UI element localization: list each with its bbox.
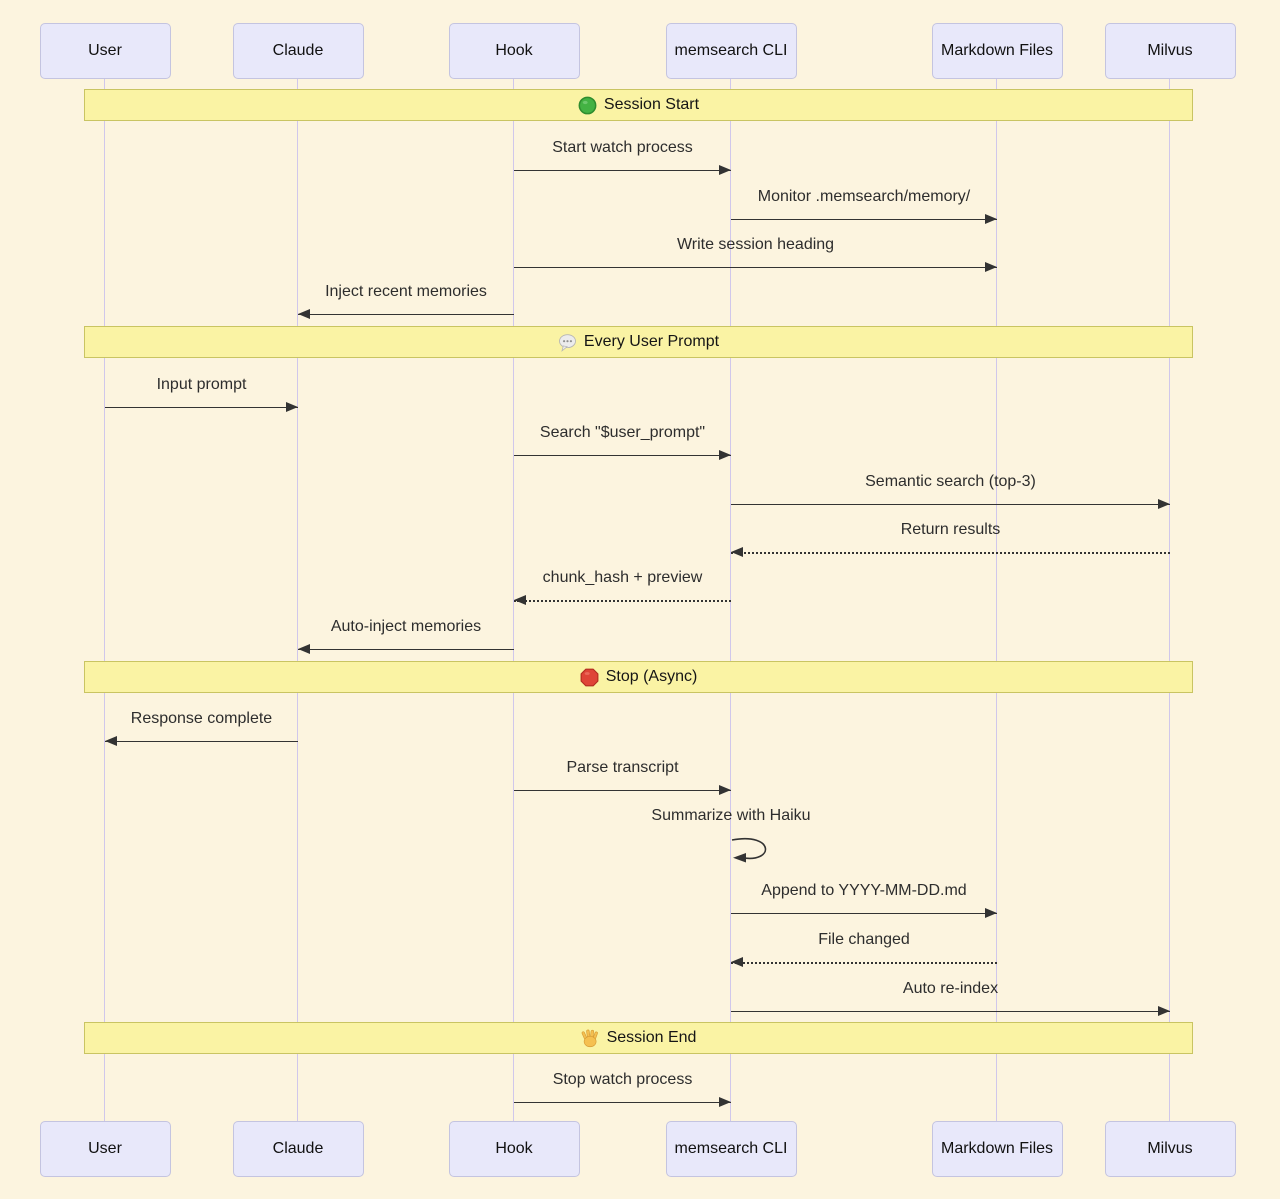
message-label: Auto re-index	[902, 980, 999, 997]
message-line	[298, 314, 514, 315]
arrowhead-right-icon	[719, 450, 731, 460]
speech-balloon-icon	[558, 333, 577, 352]
message-line	[514, 267, 997, 268]
message-line	[514, 170, 731, 171]
section-label: Stop (Async)	[605, 668, 698, 685]
participant-milvus-bottom-box: Milvus	[1104, 1121, 1236, 1177]
section-label: Every User Prompt	[583, 333, 720, 350]
message-line	[514, 1102, 731, 1103]
arrowhead-left-icon	[298, 644, 310, 654]
participant-hook-bottom-box: Hook	[448, 1121, 580, 1177]
stop-sign-icon	[580, 668, 599, 687]
message-label: Start watch process	[552, 139, 693, 156]
self-loop-arrow	[731, 836, 779, 871]
lifeline-markdown	[996, 79, 997, 1121]
participant-user-top-box: User	[39, 23, 171, 79]
lifeline-milvus	[1169, 79, 1170, 1121]
arrowhead-right-icon	[985, 908, 997, 918]
arrowhead-left-icon	[514, 595, 526, 605]
message-line	[731, 962, 997, 964]
participant-memsearch-top-box: memsearch CLI	[665, 23, 797, 79]
message-label: Summarize with Haiku	[651, 807, 811, 824]
lifeline-user	[104, 79, 105, 1121]
message-line	[105, 741, 298, 742]
participant-label: Markdown Files	[940, 1140, 1054, 1157]
arrowhead-right-icon	[719, 785, 731, 795]
participant-label: Markdown Files	[940, 42, 1054, 59]
participant-label: Milvus	[1147, 42, 1193, 59]
message-line	[514, 790, 731, 791]
arrowhead-right-icon	[985, 262, 997, 272]
arrowhead-left-icon	[105, 736, 117, 746]
participant-memsearch-bottom-box: memsearch CLI	[665, 1121, 797, 1177]
arrowhead-right-icon	[719, 1097, 731, 1107]
participant-label: Claude	[272, 1140, 324, 1157]
message-label: Append to YYYY-MM-DD.md	[761, 882, 967, 899]
arrowhead-right-icon	[985, 214, 997, 224]
message-label: Semantic search (top-3)	[865, 473, 1036, 490]
participant-markdown-bottom-box: Markdown Files	[931, 1121, 1063, 1177]
message-label: Search "$user_prompt"	[539, 424, 706, 441]
participant-label: User	[88, 1140, 122, 1157]
participant-label: Hook	[495, 42, 533, 59]
section-banner-stop-sign: Stop (Async)	[84, 661, 1193, 693]
section-label: Session End	[606, 1029, 697, 1046]
message-label: Return results	[900, 521, 1001, 538]
section-label: Session Start	[603, 96, 700, 113]
message-label: chunk_hash + preview	[542, 569, 703, 586]
message-line	[731, 552, 1170, 554]
message-line	[514, 600, 731, 602]
section-banner-green-circle: Session Start	[84, 89, 1193, 121]
participant-claude-top-box: Claude	[232, 23, 364, 79]
message-line	[731, 913, 997, 914]
message-label: Auto-inject memories	[330, 618, 482, 635]
message-line	[731, 504, 1170, 505]
message-line	[731, 219, 997, 220]
participant-label: Hook	[495, 1140, 533, 1157]
section-banner-speech-balloon: Every User Prompt	[84, 326, 1193, 358]
message-line	[298, 649, 514, 650]
participant-markdown-top-box: Markdown Files	[931, 23, 1063, 79]
message-label: Monitor .memsearch/memory/	[757, 188, 971, 205]
arrowhead-right-icon	[1158, 499, 1170, 509]
message-label: Response complete	[130, 710, 273, 727]
lifeline-hook	[513, 79, 514, 1121]
message-line	[514, 455, 731, 456]
participant-milvus-top-box: Milvus	[1104, 23, 1236, 79]
message-line	[731, 1011, 1170, 1012]
green-circle-icon	[578, 96, 597, 115]
message-line	[105, 407, 298, 408]
message-label: Stop watch process	[552, 1071, 693, 1088]
participant-hook-top-box: Hook	[448, 23, 580, 79]
participant-label: User	[88, 42, 122, 59]
section-banner-waving-hand: Session End	[84, 1022, 1193, 1054]
participant-label: memsearch CLI	[674, 42, 788, 59]
arrowhead-left-icon	[731, 547, 743, 557]
participant-label: Claude	[272, 42, 324, 59]
arrowhead-right-icon	[1158, 1006, 1170, 1016]
arrowhead-right-icon	[719, 165, 731, 175]
message-label: Write session heading	[676, 236, 835, 253]
message-label: Input prompt	[156, 376, 247, 393]
arrowhead-right-icon	[286, 402, 298, 412]
waving-hand-icon	[581, 1029, 600, 1048]
participant-claude-bottom-box: Claude	[232, 1121, 364, 1177]
participant-label: Milvus	[1147, 1140, 1193, 1157]
message-label: Parse transcript	[566, 759, 679, 776]
arrowhead-left-icon	[298, 309, 310, 319]
lifeline-claude	[297, 79, 298, 1121]
arrowhead-left-icon	[731, 957, 743, 967]
message-label: File changed	[818, 931, 910, 948]
participant-label: memsearch CLI	[674, 1140, 788, 1157]
participant-user-bottom-box: User	[39, 1121, 171, 1177]
message-label: Inject recent memories	[325, 283, 487, 300]
